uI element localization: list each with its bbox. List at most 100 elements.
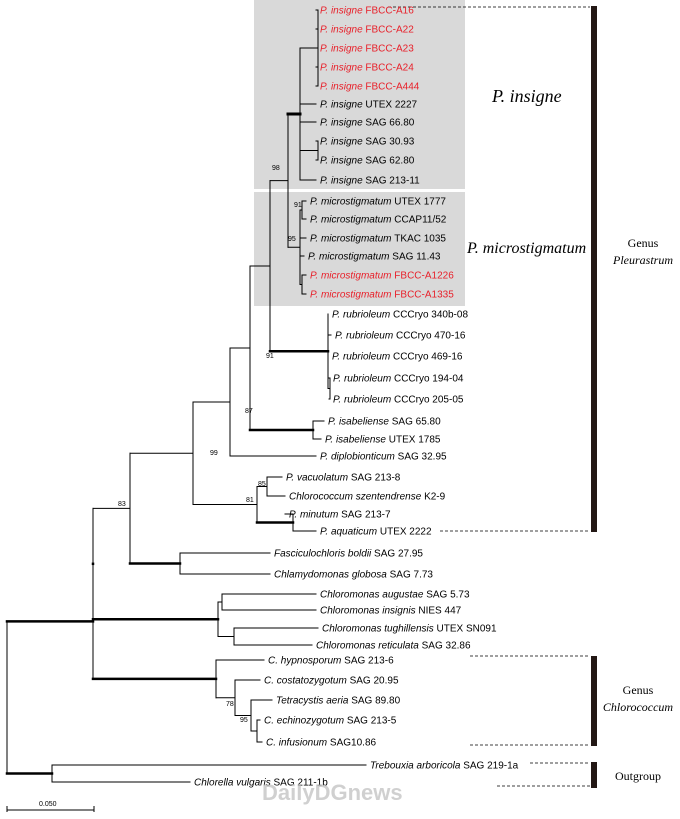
taxon-strain: FBCC-A1335 (394, 290, 454, 301)
taxon-species: P. insigne (320, 25, 365, 36)
taxon-label: P. insigne FBCC-A16 (320, 6, 414, 17)
taxon-strain: CCCryo 205-05 (394, 395, 464, 406)
taxon-strain: SAG 30.93 (365, 137, 414, 148)
taxon-label: P. microstigmatum FBCC-A1335 (310, 290, 454, 301)
outgroup-label: Outgroup (615, 769, 661, 783)
taxon-species: P. microstigmatum (308, 252, 392, 263)
taxon-strain: SAG 213-11 (365, 176, 420, 187)
taxon-label: Chlorella vulgaris SAG 211-1b (194, 778, 328, 789)
taxon-species: P. rubrioleum (333, 395, 394, 406)
taxon-label: C. echinozygotum SAG 213-5 (264, 716, 397, 727)
taxon-species: P. insigne (320, 100, 365, 111)
taxon-label: P. microstigmatum CCAP11/52 (310, 215, 447, 226)
taxon-label: P. microstigmatum SAG 11.43 (308, 252, 441, 263)
taxon-strain: SAG 89.80 (351, 696, 400, 707)
taxon-species: P. rubrioleum (333, 374, 394, 385)
taxon-strain: UTEX SN091 (437, 624, 497, 635)
bootstrap-value: 91 (294, 202, 302, 209)
taxon-species: Fasciculochloris boldii (274, 549, 374, 560)
taxon-species: P. microstigmatum (310, 215, 394, 226)
taxon-strain: SAG 11.43 (392, 252, 441, 263)
taxon-label: P. diplobionticum SAG 32.95 (320, 452, 447, 463)
taxon-label: Chloromonas insignis NIES 447 (320, 606, 462, 617)
taxon-species: P. insigne (320, 63, 365, 74)
taxon-species: P. insigne (320, 6, 365, 17)
bootstrap-value: 95 (288, 236, 296, 243)
taxon-strain: CCCryo 194-04 (394, 374, 464, 385)
taxon-strain: SAG 219-1a (463, 761, 518, 772)
taxon-strain: FBCC-A16 (365, 6, 414, 17)
bootstrap-value: 98 (272, 165, 280, 172)
taxon-strain: FBCC-A444 (365, 82, 419, 93)
taxon-label: C. infusionum SAG10.86 (266, 738, 377, 749)
taxon-label: Chloromonas tughillensis UTEX SN091 (322, 624, 497, 635)
taxon-strain: SAG 213-5 (347, 716, 397, 727)
taxon-strain: FBCC-A1226 (394, 271, 454, 282)
bootstrap-value: 99 (210, 450, 218, 457)
taxon-species: P. microstigmatum (310, 197, 394, 208)
outgroup-bar (591, 762, 597, 788)
pleurastrum-genus-word: Genus (628, 236, 659, 250)
taxon-species: Chloromonas insignis (320, 606, 418, 617)
taxon-label: Chlamydomonas globosa SAG 7.73 (274, 570, 433, 581)
taxon-species: Tetracystis aeria (276, 696, 351, 707)
taxon-species: P. insigne (320, 44, 365, 55)
taxon-label: Trebouxia arboricola SAG 219-1a (370, 761, 519, 772)
taxon-label: P. minutum SAG 213-7 (289, 510, 391, 521)
taxon-label: P. aquaticum UTEX 2222 (320, 527, 432, 538)
taxon-label: P. rubrioleum CCCryo 205-05 (333, 395, 464, 406)
taxon-strain: SAG 27.95 (374, 549, 423, 560)
bootstrap-value: 95 (240, 717, 248, 724)
taxon-strain: SAG 65.80 (392, 417, 441, 428)
taxon-label: Tetracystis aeria SAG 89.80 (276, 696, 401, 707)
taxon-strain: CCAP11/52 (394, 215, 447, 226)
taxon-species: C. costatozygotum (264, 676, 350, 687)
watermark: DailyDGnews (262, 780, 403, 805)
taxon-species: P. rubrioleum (332, 352, 393, 363)
taxon-species: P. microstigmatum (310, 290, 394, 301)
taxon-species: C. infusionum (266, 738, 330, 749)
taxon-species: P. insigne (320, 82, 365, 93)
taxon-species: Trebouxia arboricola (370, 761, 463, 772)
group-dashed-guides (388, 6, 590, 787)
taxon-label: Chloromonas augustae SAG 5.73 (320, 590, 470, 601)
taxon-label: P. microstigmatum TKAC 1035 (310, 234, 446, 245)
taxon-label: P. insigne FBCC-A23 (320, 44, 414, 55)
taxon-label: P. microstigmatum UTEX 1777 (310, 197, 446, 208)
taxon-species: C. hypnosporum (268, 656, 344, 667)
taxon-label: P. insigne FBCC-A24 (320, 63, 414, 74)
taxon-species: P. rubrioleum (332, 310, 393, 321)
taxon-strain: UTEX 2222 (380, 527, 432, 538)
taxon-label: P. insigne SAG 30.93 (320, 137, 415, 148)
taxon-strain: SAG 20.95 (350, 676, 399, 687)
taxon-strain: SAG 66.80 (365, 118, 414, 129)
taxon-species: P. insigne (320, 176, 365, 187)
taxon-species: P. rubrioleum (335, 331, 396, 342)
chlorococcum-genus-word: Genus (623, 683, 654, 697)
bootstrap-value: 91 (266, 353, 274, 360)
taxon-strain: CCCryo 469-16 (393, 352, 463, 363)
taxon-strain: SAG 213-6 (344, 656, 394, 667)
taxon-label: Chlorococcum szentendrense K2-9 (289, 492, 446, 503)
taxon-species: P. isabeliense (328, 417, 392, 428)
taxon-label: P. insigne SAG 62.80 (320, 156, 415, 167)
taxon-label: P. rubrioleum CCCryo 194-04 (333, 374, 464, 385)
taxon-label: P. rubrioleum CCCryo 340b-08 (332, 310, 468, 321)
pleurastrum-genus-name: Pleurastrum (612, 253, 673, 267)
scale-bar (6, 806, 95, 812)
taxon-label: P. microstigmatum FBCC-A1226 (310, 271, 454, 282)
pleurastrum-bar (591, 6, 597, 532)
taxon-species: C. echinozygotum (264, 716, 347, 727)
taxon-strain: CCCryo 470-16 (396, 331, 466, 342)
taxon-label: Chloromonas reticulata SAG 32.86 (316, 641, 471, 652)
taxon-species: Chloromonas reticulata (316, 641, 422, 652)
taxon-strain: UTEX 1777 (394, 197, 446, 208)
taxon-strain: FBCC-A22 (365, 25, 414, 36)
taxon-species: Chlorococcum szentendrense (289, 492, 424, 503)
taxon-label: P. isabeliense UTEX 1785 (325, 435, 441, 446)
taxon-strain: FBCC-A23 (365, 44, 414, 55)
taxon-species: P. insigne (320, 156, 365, 167)
